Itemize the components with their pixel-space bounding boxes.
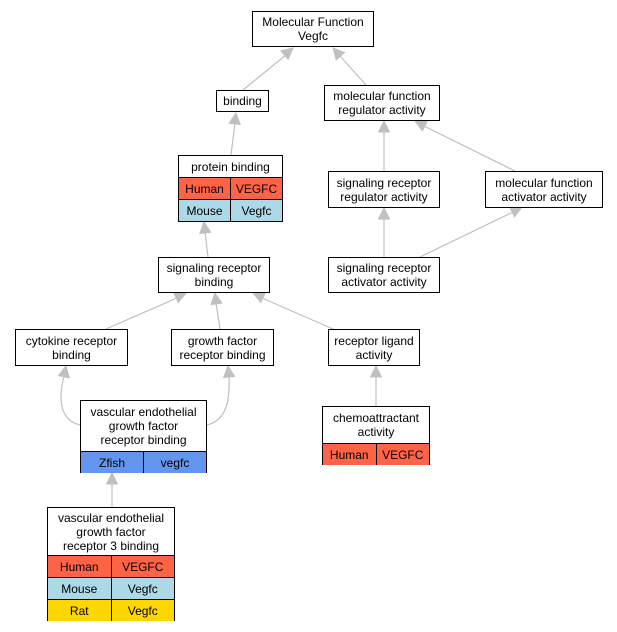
node-label: signaling receptor binding <box>166 261 262 289</box>
node-cytokine[interactable]: cytokine receptor binding <box>15 329 128 366</box>
gene-row-mouse: Mouse Vegfc <box>179 199 282 221</box>
species-cell: Mouse <box>186 203 223 218</box>
edge-vegf3-to-vegf <box>105 471 119 507</box>
node-protein-binding[interactable]: protein binding Human VEGFC Mouse Vegfc <box>178 155 283 222</box>
node-sig-rec-regulator[interactable]: signaling receptor regulator activity <box>328 171 440 208</box>
node-mf-regulator[interactable]: molecular function regulator activity <box>324 85 440 121</box>
node-label: signaling receptor regulator activity <box>336 175 432 204</box>
edge-sigact-to-activator <box>419 206 524 258</box>
edge-sigbind-to-protein <box>199 220 212 258</box>
edge-protein-to-binding <box>228 111 241 156</box>
gene-cell: Vegfc <box>110 600 175 621</box>
edge-chemo-to-ligand <box>369 364 383 406</box>
species-cell: Zfish <box>98 455 125 470</box>
node-label: chemoattractant activity <box>332 411 420 439</box>
node-vegf-binding[interactable]: vascular endothelial growth factor recep… <box>80 400 207 473</box>
arrowhead <box>172 291 188 304</box>
gene-cell: VEGFC <box>230 178 282 199</box>
node-sig-rec-activator[interactable]: signaling receptor activator activity <box>328 257 440 293</box>
arrowhead <box>377 206 391 220</box>
node-mf-root[interactable]: Molecular Function Vegfc <box>252 11 374 47</box>
edge-binding-to-root <box>242 47 294 91</box>
edge-vegf-to-growth <box>206 364 236 426</box>
gene-row-rat: Rat Vegfc <box>48 599 174 621</box>
arrowhead <box>222 364 236 379</box>
gene-cell: Vegfc <box>110 578 175 599</box>
node-binding[interactable]: binding <box>216 90 269 112</box>
arrowhead <box>413 120 429 132</box>
species-cell: Rat <box>69 603 89 618</box>
arrowhead <box>210 291 223 306</box>
edge-activator-to-regulator <box>413 120 516 172</box>
gene-cell: VEGFC <box>110 556 175 577</box>
species-cell: Mouse <box>61 581 98 596</box>
node-label: Molecular Function Vegfc <box>262 15 364 43</box>
species-cell: Human <box>329 447 369 462</box>
node-chemo[interactable]: chemoattractant activity Human VEGFC <box>322 406 430 465</box>
node-mf-activator[interactable]: molecular function activator activity <box>485 171 603 208</box>
node-label: growth factor receptor binding <box>179 333 266 362</box>
node-label: molecular function regulator activity <box>333 89 431 117</box>
edge-regulator-to-root <box>332 47 367 86</box>
node-growth-factor[interactable]: growth factor receptor binding <box>171 329 274 366</box>
node-label: protein binding <box>191 159 270 174</box>
arrowhead <box>57 364 70 379</box>
arrowhead <box>369 364 383 378</box>
node-label: signaling receptor activator activity <box>336 261 432 289</box>
edge-ligand-to-sigbind <box>251 291 334 330</box>
node-label: receptor ligand activity <box>334 333 414 362</box>
arrowhead <box>280 47 294 61</box>
arrowhead <box>508 206 524 218</box>
arrowhead <box>251 291 267 304</box>
node-receptor-ligand[interactable]: receptor ligand activity <box>328 329 420 366</box>
arrowhead <box>377 119 391 133</box>
arrowhead <box>228 111 241 126</box>
edge-sigact-to-sigreg <box>377 206 391 257</box>
node-vegf3-binding[interactable]: vascular endothelial growth factor recep… <box>47 507 175 621</box>
node-label: vascular endothelial growth factor recep… <box>90 405 197 447</box>
edge-growth-to-sigbind <box>210 291 223 330</box>
gene-cell: VEGFC <box>375 444 430 465</box>
gene-row-zfish: Zfish vegfc <box>81 451 206 473</box>
node-label: molecular function activator activity <box>495 175 593 204</box>
gene-cell: vegfc <box>143 452 206 473</box>
gene-cell: Vegfc <box>230 200 282 221</box>
species-cell: Human <box>185 181 224 196</box>
gene-row-human: Human VEGFC <box>48 555 174 577</box>
gene-row-mouse: Mouse Vegfc <box>48 577 174 599</box>
node-sig-rec-binding[interactable]: signaling receptor binding <box>158 257 270 293</box>
edge-cytokine-to-sigbind <box>105 291 188 330</box>
arrowhead <box>332 47 346 61</box>
gene-row-human: Human VEGFC <box>323 443 429 465</box>
gene-row-human: Human VEGFC <box>179 177 282 199</box>
arrowhead <box>105 471 119 485</box>
arrowhead <box>199 220 212 235</box>
node-label: vascular endothelial growth factor recep… <box>57 510 165 553</box>
node-label: cytokine receptor binding <box>25 333 118 362</box>
species-cell: Human <box>59 559 99 574</box>
edge-vegf-to-cytokine <box>57 364 81 426</box>
node-label: binding <box>223 94 262 108</box>
edge-sigreg-to-regulator <box>377 119 391 171</box>
